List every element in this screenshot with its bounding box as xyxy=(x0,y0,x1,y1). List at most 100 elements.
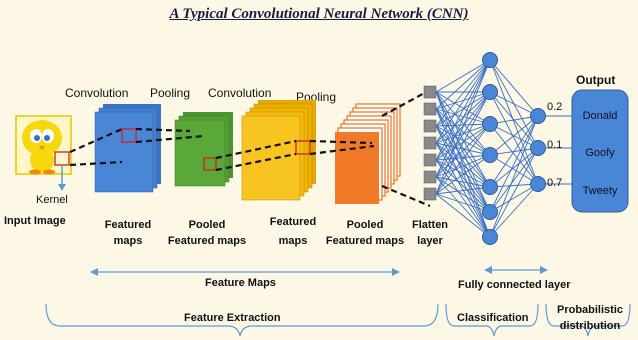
fc-edge xyxy=(435,125,491,188)
fc-edge xyxy=(435,91,491,110)
fc-edge xyxy=(435,108,491,156)
fc-edge xyxy=(435,59,491,93)
fc-edge xyxy=(435,142,491,238)
stage-connectors xyxy=(69,89,431,208)
fc-edge xyxy=(489,91,539,117)
featured-maps-1-label-line1: Featured xyxy=(104,219,152,231)
pool1-feature-maps xyxy=(174,112,233,187)
fc-edge xyxy=(435,125,491,156)
fc-edge xyxy=(435,91,491,213)
hidden-node xyxy=(482,84,498,100)
conv1-feature-maps xyxy=(94,104,161,193)
fc-edge xyxy=(489,91,539,185)
input-image xyxy=(15,115,72,175)
fc-edge xyxy=(435,59,491,195)
fc-edge xyxy=(489,115,539,156)
output-box xyxy=(571,89,629,213)
fc-edge xyxy=(435,91,491,188)
probabilistic-label-line2: distribution xyxy=(559,320,621,332)
feature-maps-label: Feature Maps xyxy=(205,277,276,289)
fc-edge xyxy=(489,147,539,238)
hidden-nodes xyxy=(482,52,498,245)
pooled-1-label-line1: Pooled xyxy=(188,219,226,231)
fc-edge xyxy=(489,147,539,213)
fc-edge xyxy=(435,125,491,238)
fc-edge xyxy=(489,147,539,188)
pooled-2-label-line1: Pooled xyxy=(346,219,384,231)
fc-edge xyxy=(435,91,491,125)
output-node xyxy=(530,140,546,156)
fc-edge xyxy=(489,115,539,213)
hidden-node xyxy=(482,116,498,132)
fc-edge xyxy=(435,108,491,188)
fc-edge xyxy=(435,159,491,188)
fc-edge xyxy=(489,123,539,185)
fc-edge xyxy=(435,193,491,213)
pooling-1-label: Pooling xyxy=(150,86,191,100)
classification-label: Classification xyxy=(457,312,529,324)
feature-extraction-label: Feature Extraction xyxy=(184,312,281,324)
fc-edge xyxy=(435,59,491,178)
fc-edge xyxy=(435,59,491,110)
flatten-label-line2: layer xyxy=(417,235,443,247)
pooled-2-label-line2: Featured maps xyxy=(325,235,405,247)
fc-edge xyxy=(435,176,491,188)
fc-edge xyxy=(435,59,491,161)
fc-edge xyxy=(435,154,491,178)
fc-edge xyxy=(435,123,491,144)
output-class-label: Goofy xyxy=(585,147,615,159)
featured-maps-1-label-line2: maps xyxy=(113,235,143,247)
fc-edge xyxy=(435,108,491,213)
hidden-node xyxy=(482,229,498,245)
fc-edge xyxy=(435,193,491,238)
probabilistic-label-line1: Probabilistic xyxy=(556,304,624,316)
hidden-node xyxy=(482,179,498,195)
pool2-feature-maps xyxy=(335,103,401,204)
fc-edge xyxy=(435,154,491,161)
feature-maps-arrow xyxy=(90,268,400,276)
fc-edge xyxy=(435,154,491,195)
pooled-1-label-line2: Featured maps xyxy=(167,235,247,247)
fc-edge xyxy=(435,59,491,127)
fully-connected-arrow xyxy=(484,266,548,274)
fc-edge xyxy=(435,108,491,125)
featured-maps-2-label-line2: maps xyxy=(278,235,308,247)
section-brackets xyxy=(45,303,631,337)
fc-edge xyxy=(435,142,491,188)
fc-edge xyxy=(489,183,539,188)
convolution-1-label: Convolution xyxy=(65,86,129,100)
convolution-2-label: Convolution xyxy=(208,86,272,100)
flatten-layer xyxy=(423,85,437,201)
fc-edge xyxy=(435,123,491,161)
fc-edge xyxy=(489,183,539,213)
hidden-node xyxy=(482,204,498,220)
fc-edge xyxy=(435,123,491,178)
fc-edge xyxy=(435,91,491,156)
output-class-label: Donald xyxy=(582,110,618,122)
fc-edge xyxy=(489,115,539,125)
output-node xyxy=(530,176,546,192)
conv2-feature-maps xyxy=(241,100,316,201)
featured-maps-2-label-line1: Featured xyxy=(269,216,317,228)
fc-edge xyxy=(435,91,491,178)
fc-edge xyxy=(435,59,491,144)
fc-edge xyxy=(489,115,539,188)
fc-edge xyxy=(489,115,539,238)
output-probability: 0.2 xyxy=(547,101,563,113)
hidden-node xyxy=(482,52,498,68)
output-node xyxy=(530,108,546,124)
fully-connected-label: Fully connected layer xyxy=(458,279,571,291)
fc-edge xyxy=(435,91,491,195)
output-heading: Output xyxy=(576,73,616,87)
flatten-label-line1: Flatten xyxy=(411,219,449,231)
hidden-node xyxy=(482,147,498,163)
kernel-label: Kernel xyxy=(36,194,68,206)
output-nodes xyxy=(530,108,546,192)
fc-edge xyxy=(435,91,491,127)
fully-connected-edges xyxy=(435,59,572,238)
fc-edge xyxy=(435,123,491,127)
output-class-label: Tweety xyxy=(582,185,618,197)
fc-edge xyxy=(489,59,539,117)
fc-edge xyxy=(435,142,491,156)
